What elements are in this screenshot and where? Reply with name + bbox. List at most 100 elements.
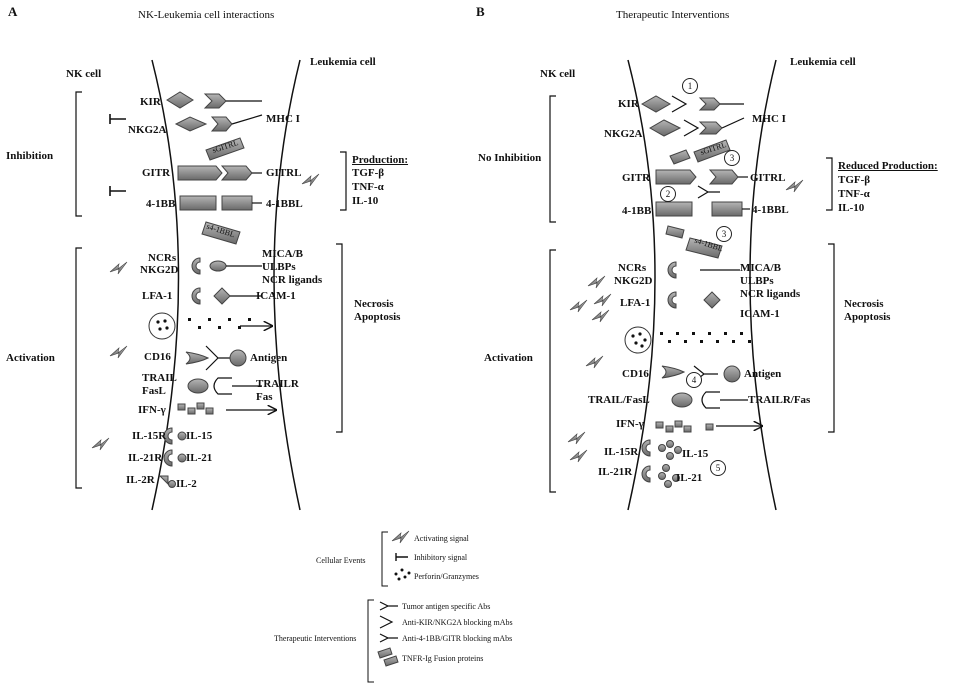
ligand-label: MICA/B — [740, 262, 781, 274]
panel-b-graphics — [549, 59, 835, 511]
perforin-legend-icon — [394, 568, 411, 581]
intervention-number-marker: 4 — [686, 372, 702, 388]
intervention-number-marker: 5 — [710, 460, 726, 476]
inhibition-bracket-a — [75, 91, 82, 217]
activation-bracket-b — [549, 249, 556, 493]
perforin-granzymes — [631, 332, 751, 348]
ligand-label: ULBPs — [740, 275, 774, 287]
activating-signal-icon — [391, 530, 410, 544]
panel-a-letter: A — [8, 4, 18, 19]
receptor-label: NKG2A — [128, 124, 167, 136]
receptor-label: TRAIL/FasL — [588, 394, 650, 406]
receptor-label: IFN-γ — [138, 404, 166, 416]
intervention-number-marker: 3 — [724, 150, 740, 166]
ligand-label: MHC I — [752, 113, 786, 125]
cytotoxic-granule — [624, 326, 652, 354]
receptor-label: IFN-γ — [616, 418, 644, 430]
ligand-label: 4-1BBL — [266, 198, 303, 210]
legend-graphics — [367, 530, 411, 683]
nk-cell-membrane-b — [627, 59, 656, 511]
tumor-antigen-ab-icon — [379, 601, 398, 611]
ligand-label: GITRL — [750, 172, 786, 184]
ligand-label: Fas — [256, 391, 273, 403]
legend-item: Tumor antigen specific Abs — [402, 602, 491, 611]
receptor-label: CD16 — [622, 368, 649, 380]
legend-item: TNFR-Ig Fusion proteins — [402, 654, 484, 663]
cytotoxic-granule — [148, 312, 176, 340]
panel-a-graphics — [75, 59, 347, 511]
no-inhibition-label-b: No Inhibition — [478, 152, 542, 164]
intervention-number-marker: 3 — [716, 226, 732, 242]
receptor-label: LFA-1 — [142, 290, 173, 302]
leukemia-cell-membrane-a — [273, 59, 301, 511]
outcome-bracket-b — [828, 243, 835, 433]
intervention-number-marker: 2 — [660, 186, 676, 202]
receptor-label: GITR — [622, 172, 651, 184]
receptor-label: TRAIL — [142, 372, 177, 384]
ligand-label: Antigen — [250, 352, 288, 364]
cytokine-label: IL-15 — [682, 448, 709, 460]
nk-cell-membrane-a — [151, 59, 180, 511]
legend-item: Anti-4-1BB/GITR blocking mAbs — [402, 634, 513, 643]
inhibitory-signal-legend-icon — [395, 553, 408, 561]
legend-item: Perforin/Granzymes — [414, 572, 479, 581]
receptor-label: NCRs — [148, 252, 177, 264]
ligand-label: 4-1BBL — [752, 204, 789, 216]
nk-cell-label-b: NK cell — [540, 68, 576, 80]
receptor-label: 4-1BB — [146, 198, 176, 210]
production-item: IL-10 — [838, 202, 865, 214]
activation-label-b: Activation — [484, 352, 533, 364]
production-item: TNF-α — [838, 188, 870, 200]
leukemia-cell-label-a: Leukemia cell — [310, 56, 376, 68]
panel-b-title: Therapeutic Interventions — [616, 9, 730, 21]
anti-41bb-icon — [379, 633, 398, 643]
outcome-label: Necrosis — [354, 298, 394, 310]
receptor-label: IL-21R — [598, 466, 633, 478]
production-item: IL-10 — [352, 195, 379, 207]
production-title-a: Production: — [352, 154, 409, 166]
receptor-label: KIR — [618, 98, 639, 110]
receptor-label: NKG2D — [614, 275, 653, 287]
ligand-label: TRAILR/Fas — [748, 394, 811, 406]
cytokine-label: IL-21 — [186, 452, 213, 464]
leukemia-cell-label-b: Leukemia cell — [790, 56, 856, 68]
receptor-label: NKG2D — [140, 264, 179, 276]
production-bracket-a — [340, 151, 347, 211]
legend-item: Activating signal — [414, 534, 469, 543]
no-inhibition-bracket-b — [549, 95, 556, 223]
nk-cell-label-a: NK cell — [66, 68, 102, 80]
cytokine-label: IL-15 — [186, 430, 213, 442]
ligand-label: ICAM-1 — [256, 290, 296, 302]
receptor-label: GITR — [142, 167, 171, 179]
production-item: TGF-β — [838, 174, 871, 186]
ligand-label: ULBPs — [262, 261, 296, 273]
receptor-label: NKG2A — [604, 128, 643, 140]
cytokine-label: IL-2 — [176, 478, 197, 490]
receptor-label: 4-1BB — [622, 205, 652, 217]
perforin-granzymes — [156, 318, 251, 331]
ligand-label: Antigen — [744, 368, 782, 380]
outcome-label: Necrosis — [844, 298, 884, 310]
legend-therapeutic-title: Therapeutic Interventions — [274, 634, 357, 643]
receptor-label: LFA-1 — [620, 297, 651, 309]
ligand-label: ICAM-1 — [740, 308, 780, 320]
panel-b-letter: B — [476, 4, 485, 19]
production-item: TNF-α — [352, 181, 384, 193]
intervention-number-marker: 1 — [682, 78, 698, 94]
ligand-label: TRAILR — [256, 378, 299, 390]
panel-a-title: NK-Leukemia cell interactions — [138, 9, 275, 21]
legend-item: Inhibitory signal — [414, 553, 468, 562]
production-title-b: Reduced Production: — [838, 160, 938, 172]
ligand-label: MICA/B — [262, 248, 303, 260]
activation-label-a: Activation — [6, 352, 55, 364]
outcome-bracket-a — [336, 243, 343, 433]
activation-bracket-a — [75, 247, 82, 489]
receptor-label: NCRs — [618, 262, 647, 274]
receptor-label: IL-21R — [128, 452, 163, 464]
inhibition-label-a: Inhibition — [6, 150, 54, 162]
receptor-label: CD16 — [144, 351, 171, 363]
receptor-label: IL-2R — [126, 474, 155, 486]
receptor-label: IL-15R — [132, 430, 167, 442]
outcome-label: Apoptosis — [354, 311, 401, 323]
legend-item: Anti-KIR/NKG2A blocking mAbs — [402, 618, 513, 627]
